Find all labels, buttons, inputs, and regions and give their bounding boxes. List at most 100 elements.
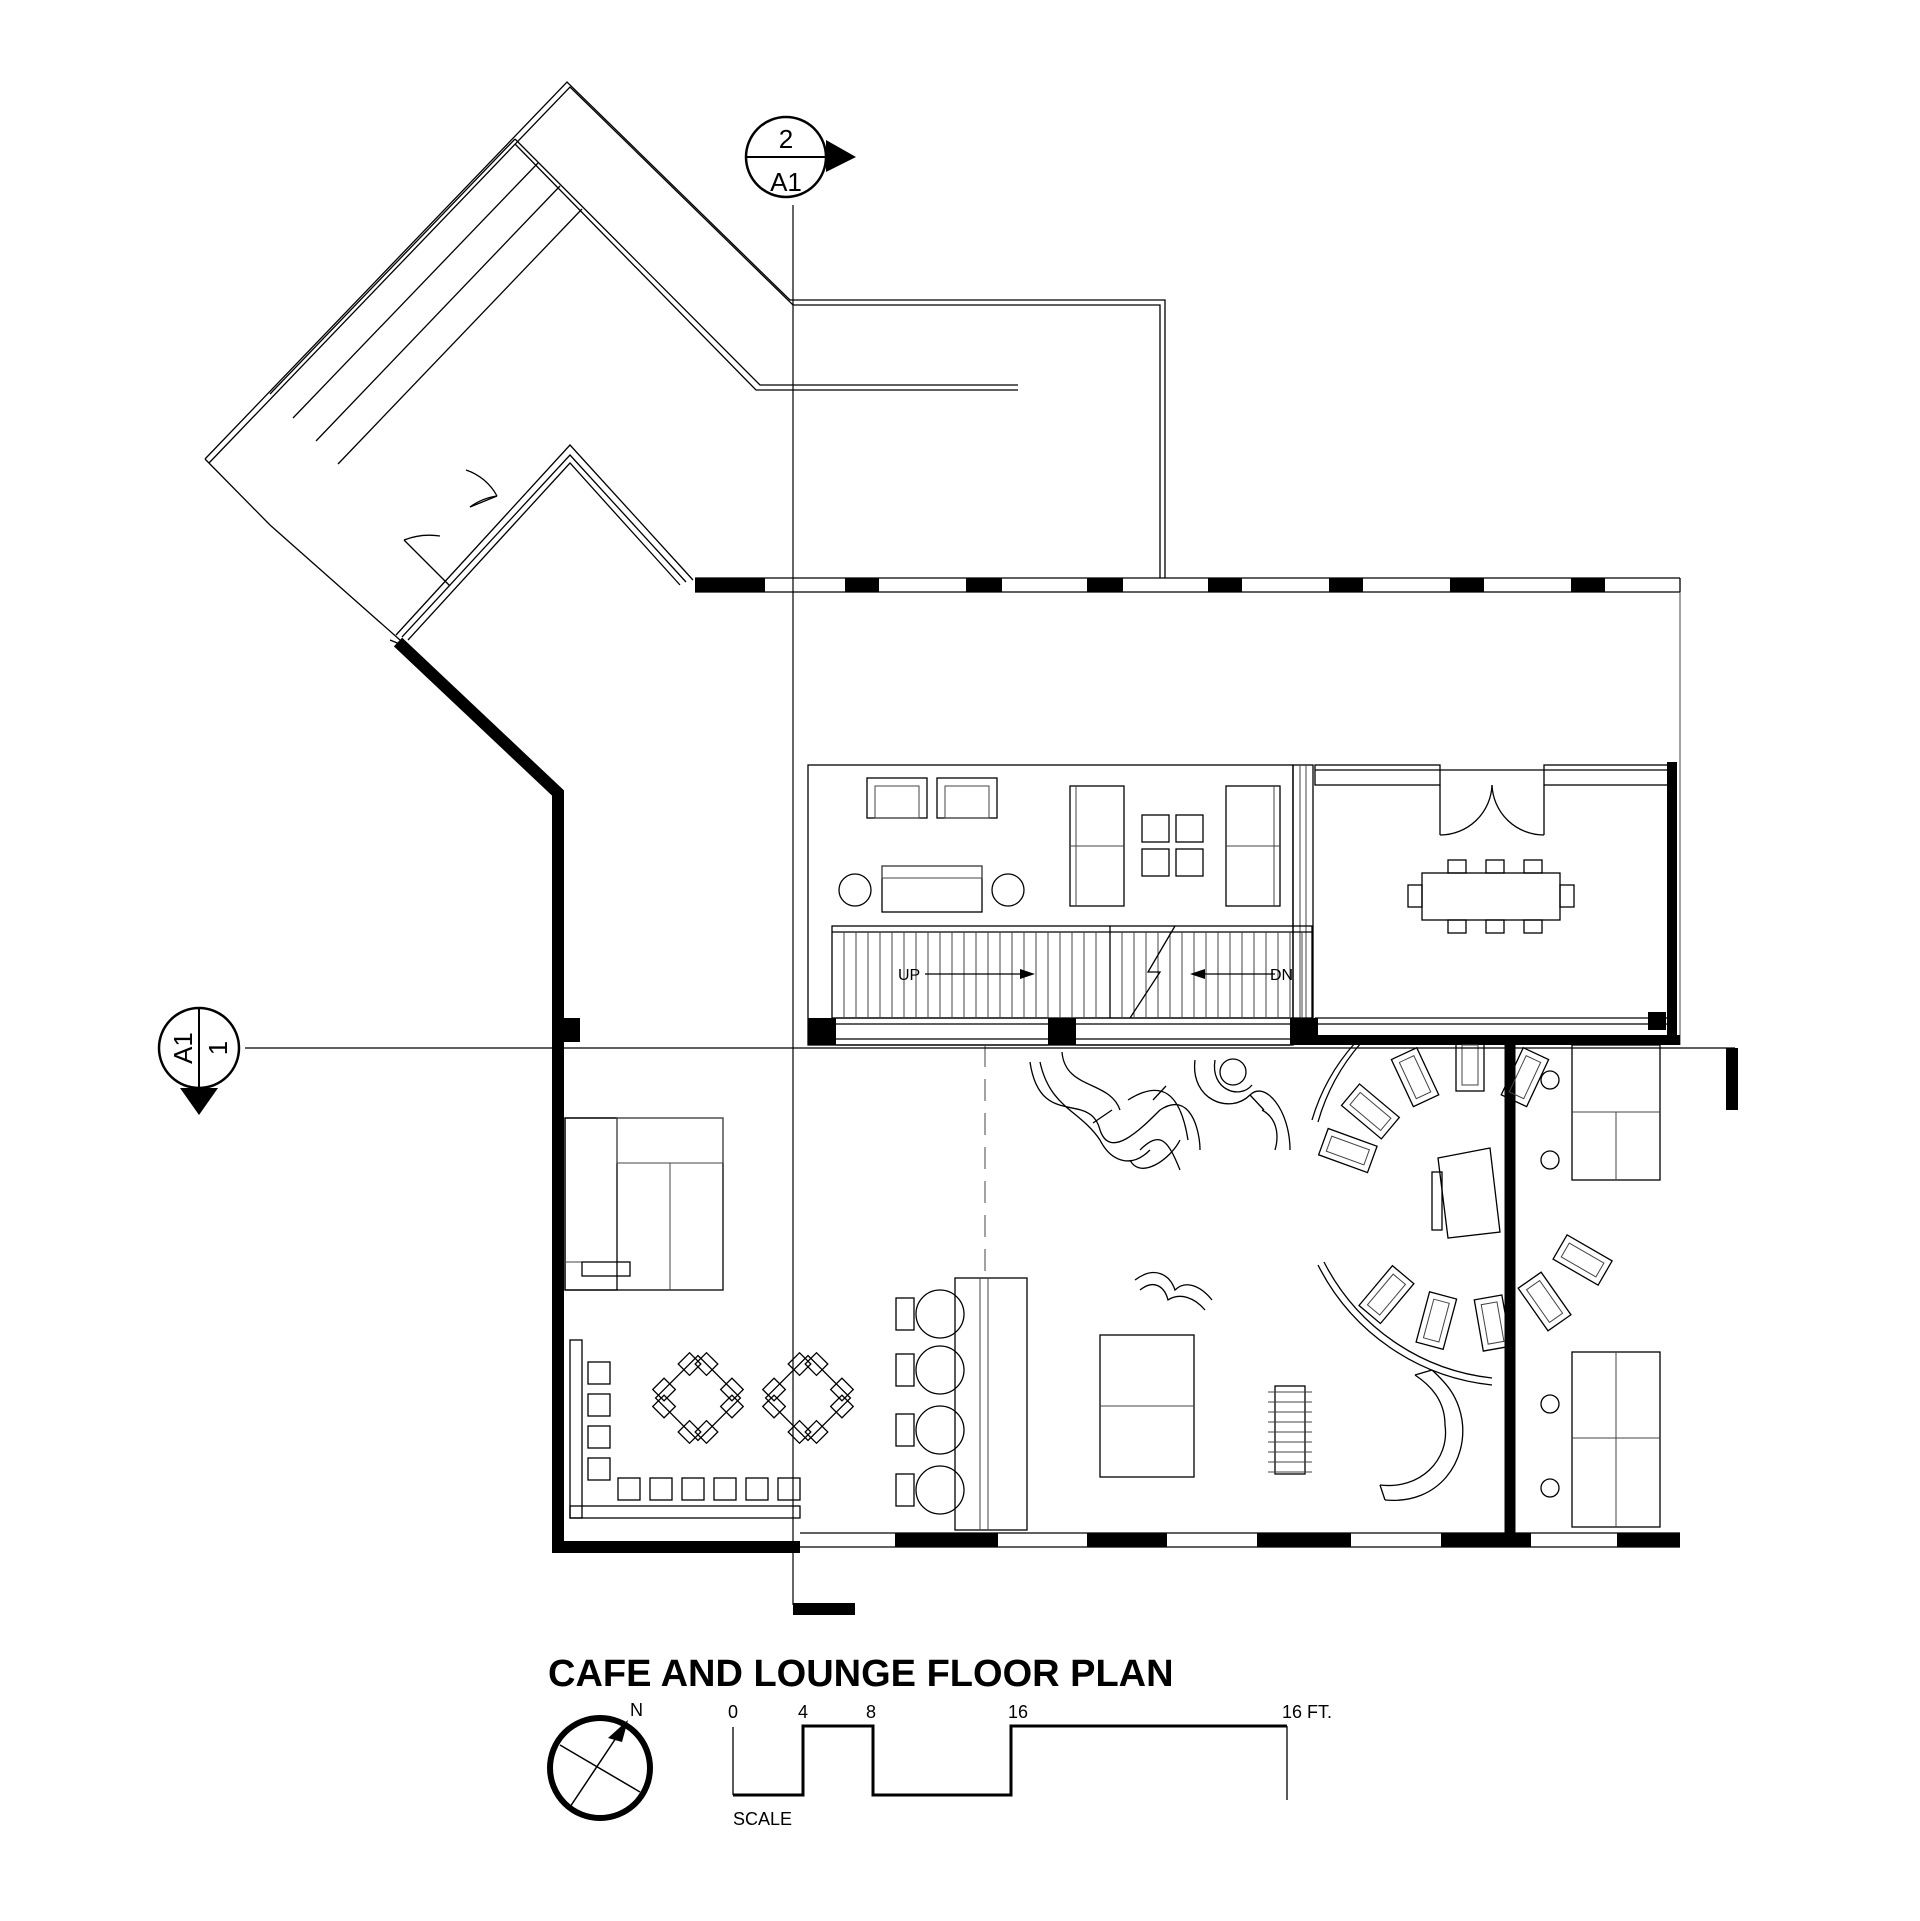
bench-seat <box>587 1425 611 1449</box>
cafe-chair <box>719 1394 745 1419</box>
recliner-seat <box>1517 1271 1572 1332</box>
bar-stool-back <box>895 1473 915 1507</box>
cafe-chair <box>761 1377 787 1402</box>
recliner-body <box>1317 1127 1378 1174</box>
recliner-seat <box>1500 1046 1550 1108</box>
bench-seat <box>587 1361 611 1385</box>
recliner-body <box>1358 1264 1415 1325</box>
recliner-seat <box>1340 1083 1401 1140</box>
exterior-walls <box>393 577 1681 1553</box>
cafe-chair <box>804 1351 829 1377</box>
bar-stool <box>915 1289 965 1339</box>
stair-down-label: DN <box>1270 967 1293 984</box>
recliner-cushion <box>1349 1091 1392 1132</box>
cafe-chair <box>787 1419 812 1445</box>
section-marker-top <box>744 115 856 199</box>
recliner-seat <box>1317 1127 1378 1174</box>
meeting-chair <box>1523 919 1543 934</box>
scale-tick-0: 0 <box>728 1702 738 1722</box>
recliner-seat <box>1455 1038 1485 1092</box>
section-marker-left <box>157 1006 241 1115</box>
auditorium-seating <box>1311 1038 1613 1386</box>
recliner-seat <box>1415 1291 1458 1351</box>
cafe-chair <box>804 1419 829 1445</box>
recliner-cushion <box>1398 1055 1432 1100</box>
bench-seat <box>617 1477 641 1501</box>
north-arrow-label: N <box>630 1700 643 1720</box>
meeting-chair <box>1407 884 1423 908</box>
scale-label: SCALE <box>733 1809 792 1829</box>
north-arrow <box>547 1715 653 1821</box>
cafe-table <box>764 1354 852 1442</box>
recliner-body <box>1455 1038 1485 1092</box>
meeting-chair <box>1447 919 1467 934</box>
scale-tick-8: 8 <box>866 1702 876 1722</box>
bench-seat <box>681 1477 705 1501</box>
bar-stool-back <box>895 1413 915 1447</box>
recliner-cushion <box>1480 1301 1505 1345</box>
recliner-cushion <box>1525 1279 1564 1324</box>
scale-tick-16: 16 <box>1008 1702 1028 1722</box>
meeting-room <box>1314 762 1680 1045</box>
bench-seat <box>713 1477 737 1501</box>
cafe-table-set <box>651 1351 745 1445</box>
meeting-chair <box>1559 884 1575 908</box>
cafe-chair <box>651 1394 677 1419</box>
bar-stool-back <box>895 1297 915 1331</box>
meeting-chair <box>1485 919 1505 934</box>
recliner-body <box>1517 1271 1572 1332</box>
section-marker-left-sheet: A1 <box>168 1032 198 1064</box>
drawing-title: CAFE AND LOUNGE FLOOR PLAN <box>548 1653 1174 1695</box>
stair-up-label: UP <box>898 967 920 984</box>
scale-tick-4: 4 <box>798 1702 808 1722</box>
scale-tick-16-ft: 16 FT. <box>1282 1702 1332 1722</box>
recliner-seat <box>1358 1264 1415 1325</box>
section-marker-top-sheet: A1 <box>770 167 802 197</box>
cafe-chair <box>719 1377 745 1402</box>
section-marker-top-number: 2 <box>779 124 793 154</box>
bench-seat <box>745 1477 769 1501</box>
recliner-seat <box>1473 1294 1512 1352</box>
bar-stool-back <box>895 1353 915 1387</box>
recliner-body <box>1473 1294 1512 1352</box>
meeting-chair <box>1485 859 1505 874</box>
recliner-cushion <box>1422 1298 1450 1343</box>
angled-wing <box>204 81 1166 646</box>
recliner-cushion <box>1325 1135 1371 1166</box>
bar-stool <box>915 1345 965 1395</box>
bar-stool <box>915 1405 965 1455</box>
cafe-table-set <box>761 1351 855 1445</box>
east-room <box>1504 1044 1661 1547</box>
west-lounge <box>564 1117 855 1519</box>
recliner-body <box>1390 1046 1440 1108</box>
section-marker-left-number: 1 <box>203 1041 233 1055</box>
recliner-body <box>1500 1046 1550 1108</box>
bar-counter <box>895 1277 1028 1531</box>
cafe-chair <box>651 1377 677 1402</box>
cafe-chair <box>829 1377 855 1402</box>
bench-seat <box>587 1393 611 1417</box>
bench-seat <box>587 1457 611 1481</box>
recliner-cushion <box>1366 1273 1407 1316</box>
recliner-body <box>1415 1291 1458 1351</box>
cafe-chair <box>694 1419 719 1445</box>
recliner-body <box>1552 1233 1613 1287</box>
cafe-chair <box>761 1394 787 1419</box>
recliner-seat <box>1390 1046 1440 1108</box>
recliner-cushion <box>1461 1044 1479 1086</box>
recliner-cushion <box>1560 1242 1605 1278</box>
bench-seat <box>777 1477 801 1501</box>
wing-double-door <box>403 469 498 587</box>
upper-lounge-furniture <box>838 777 1281 913</box>
cafe-chair <box>677 1351 702 1377</box>
bar-stool <box>915 1465 965 1515</box>
cafe-chair <box>787 1351 812 1377</box>
scale-bar <box>732 1724 1288 1800</box>
recliner-cushion <box>1508 1055 1542 1100</box>
section-gridlines <box>245 205 1738 1615</box>
cafe-chair <box>694 1351 719 1377</box>
cafe-table <box>654 1354 742 1442</box>
cafe-chair <box>829 1394 855 1419</box>
meeting-chair <box>1447 859 1467 874</box>
